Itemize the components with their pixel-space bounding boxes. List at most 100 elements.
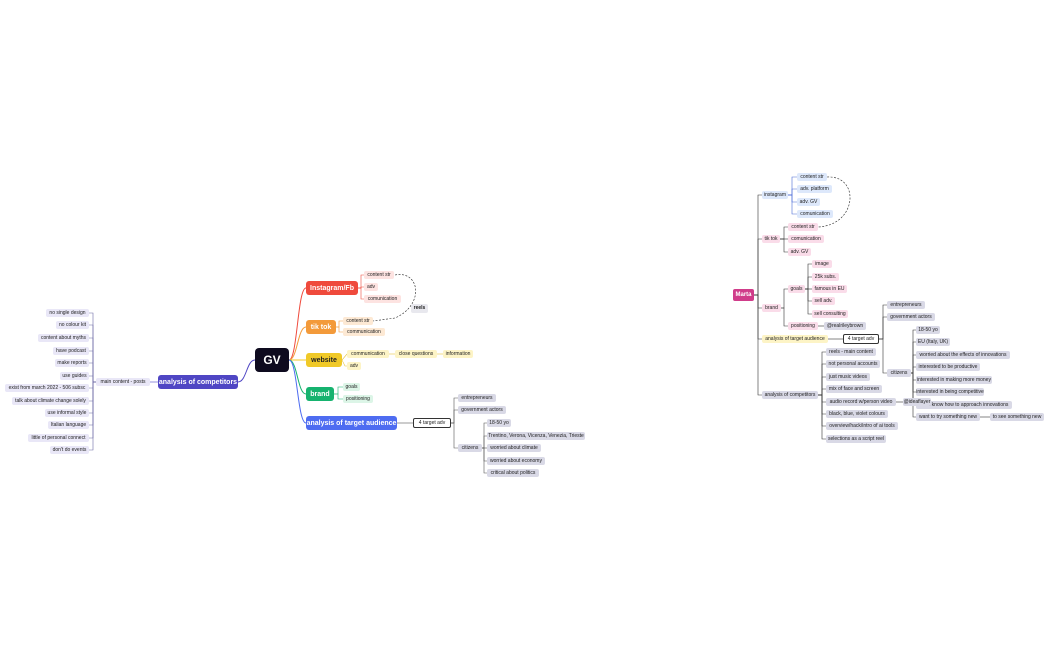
target-child-entrepreneurs[interactable]: entrepreneurs	[458, 394, 496, 402]
website-child-information[interactable]: information	[443, 350, 473, 358]
r-brand-positioning[interactable]: positioning	[788, 322, 818, 330]
r-competitor-3[interactable]: mix of face and screen	[826, 385, 882, 393]
r-target-entrepreneurs[interactable]: entrepreneurs	[887, 301, 925, 309]
r-citizens-6[interactable]: don't know how to approach innovations	[916, 401, 1012, 409]
brand-child-goals[interactable]: goals	[343, 383, 360, 391]
r-goal-sell-adv[interactable]: sell adv.	[812, 297, 835, 305]
reels-note[interactable]: reels	[411, 304, 428, 313]
branch-competitors[interactable]: analysis of competitors	[158, 375, 238, 389]
r-citizens-0[interactable]: 18-50 yo	[916, 326, 940, 334]
website-child-adv[interactable]: adv	[347, 362, 361, 370]
r-branch-instagram[interactable]: instagram	[762, 191, 788, 199]
instagram-child-comunication[interactable]: comunication	[364, 295, 401, 303]
branch-instagram-fb[interactable]: Instagram/Fb	[306, 281, 358, 295]
competitor-item-4[interactable]: make reports	[55, 359, 89, 367]
competitor-item-3[interactable]: have podcast	[53, 347, 89, 355]
instagram-child-adv[interactable]: adv	[364, 283, 378, 291]
link-r-target-children-1	[879, 316, 887, 340]
r-instagram-comunication[interactable]: comunication	[797, 210, 833, 218]
competitor-item-2[interactable]: content about myths	[38, 334, 89, 342]
r-competitor-1[interactable]: not personal accounts	[826, 360, 880, 368]
competitor-item-9[interactable]: Italian language	[48, 421, 89, 429]
branch-brand[interactable]: brand	[306, 387, 334, 401]
r-competitor-0[interactable]: reels - main content	[826, 348, 876, 356]
r-citizens-4[interactable]: interested in making more money	[916, 376, 992, 384]
tiktok-child-content-str[interactable]: content str	[343, 317, 373, 325]
link-r-instagram-children-0	[788, 176, 797, 196]
r-instagram-content-str[interactable]: content str	[797, 173, 827, 181]
citizens-child-age[interactable]: 18-50 yo	[487, 419, 511, 427]
r-citizens-2[interactable]: worried about the effects of innovations	[916, 351, 1010, 359]
r-target-citizens[interactable]: citizens	[887, 369, 911, 377]
root-node-gv[interactable]: GV	[255, 348, 289, 372]
r-tiktok-comunication[interactable]: comunication	[788, 235, 824, 243]
r-goal-25k[interactable]: 25k subs.	[812, 273, 839, 281]
r-branch-competitors[interactable]: analysis of competitors	[762, 391, 818, 399]
competitor-item-11[interactable]: don't do events	[50, 446, 89, 454]
r-goal-sell-consulting[interactable]: sell consulting	[812, 310, 848, 318]
r-branch-brand[interactable]: brand	[762, 304, 781, 312]
link-competitor-items-4	[89, 362, 96, 383]
target-child-citizens[interactable]: citizens	[458, 444, 482, 452]
link-r-instagram-children-2	[788, 194, 797, 203]
r-instagram-adv-gv[interactable]: adv. GV	[797, 198, 820, 206]
link-r-tiktok-children-0	[780, 226, 788, 240]
competitor-item-1[interactable]: no colour kit	[56, 321, 89, 329]
root-node-marta[interactable]: Marta	[733, 289, 754, 301]
r-positioning-handle[interactable]: @realrileybrown	[824, 322, 866, 330]
competitor-item-5[interactable]: use guides	[60, 372, 89, 380]
r-brand-goals[interactable]: goals	[788, 285, 805, 293]
citizens-child-politics[interactable]: critical about politics	[487, 469, 539, 477]
branch-website[interactable]: website	[306, 353, 342, 367]
citizens-child-regions[interactable]: Trentino, Verona, Vicenza, Venezia, Trie…	[487, 432, 585, 440]
website-child-communication[interactable]: communication	[347, 350, 389, 358]
r-goal-famous[interactable]: famous in EU	[812, 285, 847, 293]
competitor-item-0[interactable]: no single design	[46, 309, 89, 317]
link-competitor-items-2	[89, 337, 96, 383]
citizens-child-economy[interactable]: worried about economy	[487, 457, 545, 465]
link-marta-branches-1	[754, 238, 762, 296]
r-competitor-4[interactable]: audio record w/person video	[826, 398, 896, 406]
r-branch-target[interactable]: analysis of target audience	[762, 335, 828, 343]
citizens-child-climate[interactable]: worried about climate	[487, 444, 541, 452]
branch-tiktok[interactable]: tik tok	[306, 320, 336, 334]
instagram-child-content-str[interactable]: content str	[364, 271, 394, 279]
competitor-item-7[interactable]: talk about climate change solely	[12, 397, 89, 405]
target-adv-note[interactable]: 4 target adv	[413, 418, 451, 428]
r-target-government[interactable]: government actors	[887, 313, 935, 321]
r-branch-tiktok[interactable]: tik tok	[762, 235, 780, 243]
branch-target-audience[interactable]: analysis of target audience	[306, 416, 397, 430]
r-competitor-7[interactable]: selections as a script reel	[826, 435, 886, 443]
r-citizens-1[interactable]: EU (Italy, UK)	[916, 338, 950, 346]
link-r-competitor-children-3	[818, 388, 826, 396]
r-citizens-7[interactable]: want to try something new	[916, 413, 980, 421]
link-competitor-items-9	[89, 381, 96, 426]
target-child-government-actors[interactable]: government actors	[458, 406, 506, 414]
r-citizens-5[interactable]: interested in being competitive	[916, 388, 984, 396]
link-competitor-items-11	[89, 381, 96, 451]
r-competitor-audio-handle[interactable]: @ideaflayer	[903, 398, 931, 406]
link-competitor-items-0	[89, 312, 96, 383]
competitor-item-10[interactable]: little of personal connect	[28, 434, 89, 442]
brand-child-positioning[interactable]: positioning	[343, 395, 373, 403]
competitor-item-6[interactable]: exist from march 2022 - 506 subsc	[5, 384, 89, 392]
r-target-adv-note[interactable]: 4 target adv	[843, 334, 879, 344]
r-competitor-2[interactable]: just music videos	[826, 373, 870, 381]
r-competitor-6[interactable]: overview/hack/intro of ai tools	[826, 422, 898, 430]
link-r-citizens-children-7	[911, 372, 916, 418]
r-instagram-adv-platform[interactable]: adv. platform	[797, 185, 832, 193]
competitor-item-8[interactable]: use informal style	[45, 409, 89, 417]
r-tiktok-content-str[interactable]: content str	[788, 223, 818, 231]
r-tiktok-adv-gv[interactable]: adv. GV	[788, 248, 811, 256]
tiktok-child-communication[interactable]: communication	[343, 328, 385, 336]
r-citizens-3[interactable]: interested to be productive	[916, 363, 980, 371]
competitors-main-content[interactable]: main content - posts	[96, 378, 150, 386]
link-brand-children-1	[334, 393, 343, 400]
link-instagram-children-2	[358, 287, 364, 300]
r-try-new-child[interactable]: to see something new	[990, 413, 1044, 421]
r-goal-image[interactable]: image	[812, 260, 832, 268]
r-competitor-5[interactable]: black, blue, violet colours	[826, 410, 888, 418]
link-r-instagram-children-1	[788, 188, 797, 196]
website-child-close-questions[interactable]: close questions	[395, 350, 437, 358]
